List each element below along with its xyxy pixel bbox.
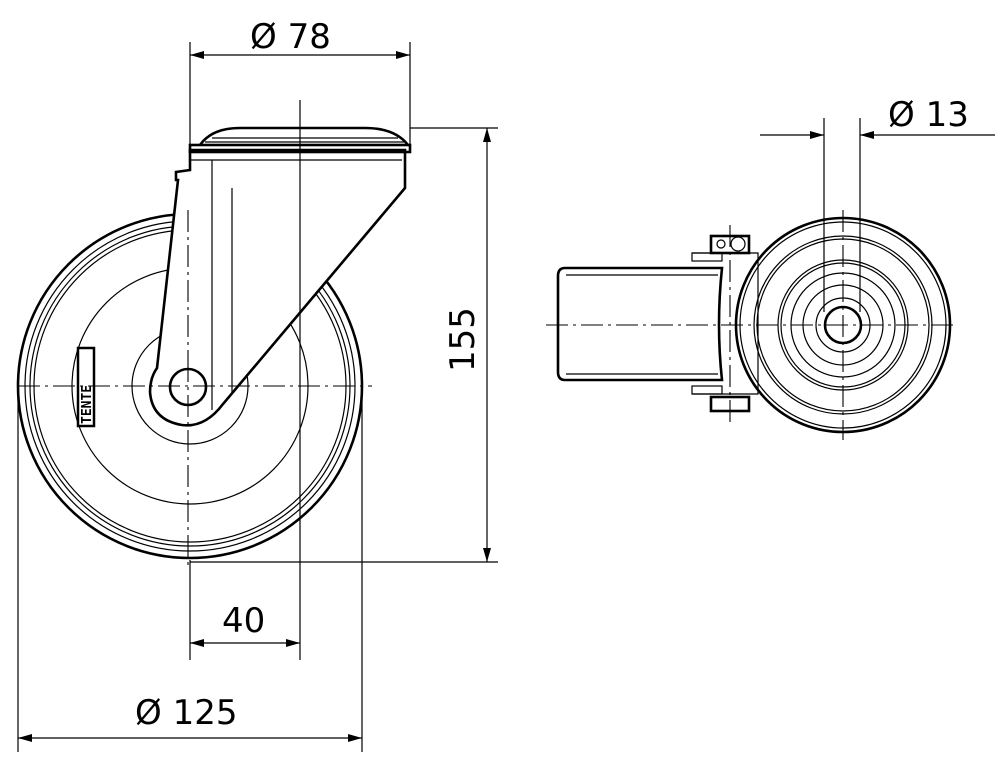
- tente-logo: TENTE: [76, 346, 96, 428]
- dim-wheel-diameter: Ø 125: [135, 693, 237, 733]
- dim-bore-diameter: Ø 13: [888, 95, 969, 135]
- side-view: [546, 210, 958, 440]
- fork: [148, 148, 407, 427]
- dimension-bore-diameter: Ø 13: [760, 95, 995, 312]
- dim-swivel-offset: 40: [222, 601, 265, 641]
- dimension-swivel-offset: 40: [189, 560, 300, 660]
- logo-text: TENTE: [80, 385, 95, 424]
- dimension-overall-height: 155: [190, 127, 498, 563]
- front-view: TENTE: [16, 100, 412, 660]
- dimension-wheel-diameter: Ø 125: [17, 386, 363, 752]
- dim-plate-diameter: Ø 78: [250, 17, 331, 57]
- dimension-plate-diameter: Ø 78: [189, 17, 411, 145]
- dim-overall-height: 155: [443, 307, 483, 372]
- housing: [556, 225, 759, 425]
